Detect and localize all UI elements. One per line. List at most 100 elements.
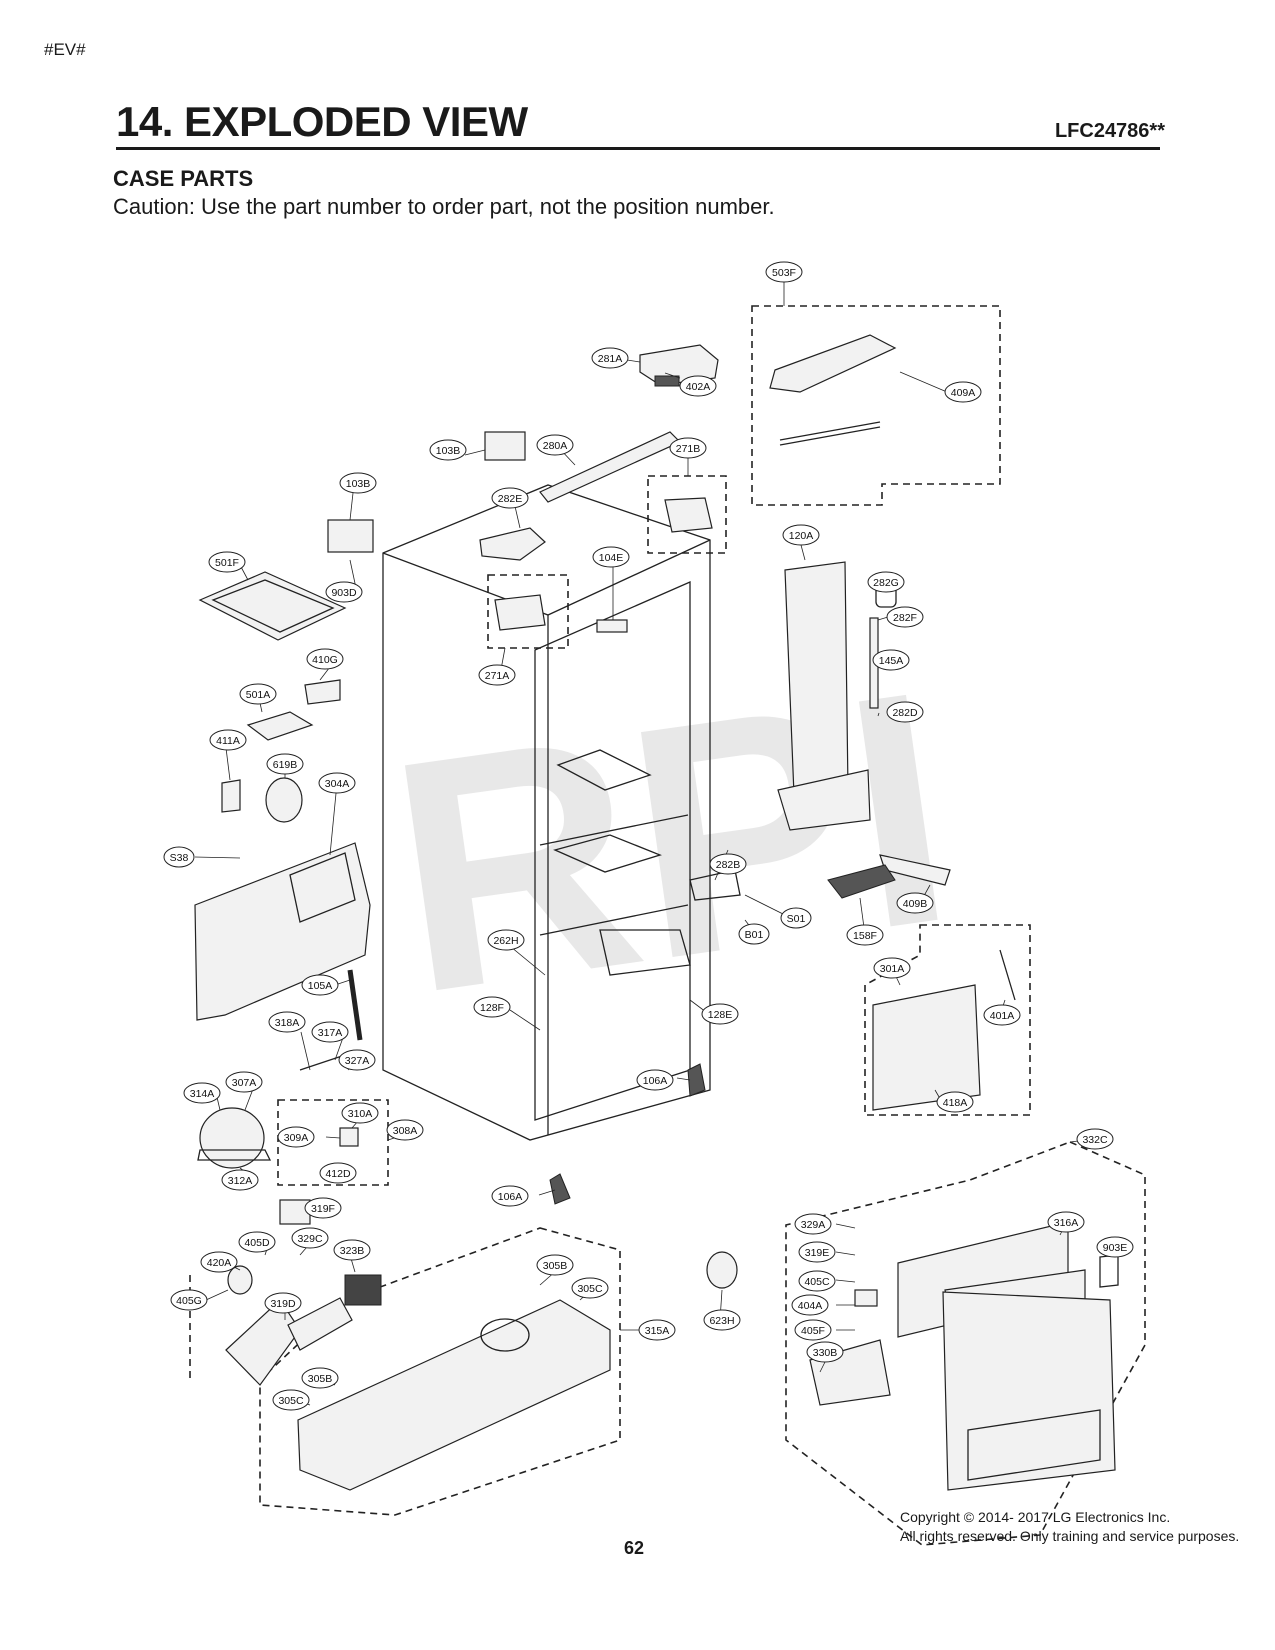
callout-text: 501A (246, 689, 271, 701)
callout-158f: 158F (846, 924, 884, 946)
callout-281a: 281A (591, 347, 629, 369)
right-parts (549, 334, 1016, 1289)
callout-412d: 412D (319, 1162, 357, 1184)
callout-319d: 319D (264, 1292, 302, 1314)
callout-104e: 104E (592, 546, 630, 568)
callout-315a: 315A (638, 1319, 676, 1341)
callout-text: 158F (853, 930, 877, 942)
callout-text: 318A (275, 1017, 300, 1029)
callout-501a: 501A (239, 683, 277, 705)
callout-405g: 405G (170, 1289, 208, 1311)
callout-501f: 501F (208, 551, 246, 573)
section-subtitle: CASE PARTS (113, 166, 254, 191)
callout-903e: 903E (1096, 1236, 1134, 1258)
callout-text: 420A (207, 1257, 232, 1269)
callout-304a: 304A (318, 772, 356, 794)
callout-text: 319D (270, 1298, 296, 1310)
title-rule (116, 147, 1160, 150)
callout-text: 410G (312, 654, 338, 666)
callout-text: 128F (480, 1002, 504, 1014)
callout-623h: 623H (703, 1309, 741, 1331)
callout-312a: 312A (221, 1169, 259, 1191)
callout-411a: 411A (209, 729, 247, 751)
callout-271b: 271B (669, 437, 707, 459)
machine-room-base (225, 1265, 611, 1491)
callout-text: 305C (577, 1283, 603, 1295)
callout-text: 282E (498, 493, 523, 505)
callout-text: 405F (801, 1325, 825, 1337)
callout-106a: 106A (636, 1069, 674, 1091)
callout-308a: 308A (386, 1119, 424, 1141)
callout-405f: 405F (794, 1319, 832, 1341)
callout-text: 404A (798, 1300, 823, 1312)
callout-128e: 128E (701, 1003, 739, 1025)
callout-307a: 307A (225, 1071, 263, 1093)
callout-329a: 329A (794, 1213, 832, 1235)
callout-text: 282G (873, 577, 899, 589)
callout-text: 106A (643, 1075, 668, 1087)
callout-319f: 319F (304, 1197, 342, 1219)
callout-text: 281A (598, 353, 623, 365)
callout-314a: 314A (183, 1082, 221, 1104)
callout-text: 103B (436, 445, 461, 457)
callout-418a: 418A (936, 1091, 974, 1113)
compressor-area (197, 1054, 359, 1225)
callout-text: 412D (325, 1168, 351, 1180)
callout-text: 282F (893, 612, 917, 624)
callout-text: 307A (232, 1077, 257, 1089)
copyright-line: Copyright © 2014- 2017 LG Electronics In… (900, 1509, 1171, 1525)
callout-text: 619B (273, 759, 298, 771)
callout-text: 280A (543, 440, 568, 452)
callout-text: 332C (1082, 1134, 1108, 1146)
callout-text: 903E (1103, 1242, 1128, 1254)
fan-assembly (809, 1221, 1119, 1491)
callout-text: 319E (805, 1247, 830, 1259)
callout-text: B01 (745, 929, 764, 941)
callout-318a: 318A (268, 1011, 306, 1033)
callout-text: 145A (879, 655, 904, 667)
callout-105a: 105A (301, 974, 339, 996)
callout-text: 262H (493, 935, 518, 947)
page-title: 14. EXPLODED VIEW (116, 98, 528, 145)
callout-305c: 305C (272, 1389, 310, 1411)
callout-317a: 317A (311, 1021, 349, 1043)
callout-text: 405C (804, 1276, 830, 1288)
callout-262h: 262H (487, 929, 525, 951)
callout-103b: 103B (429, 439, 467, 461)
callout-text: 308A (393, 1125, 418, 1137)
callout-text: 405G (176, 1295, 202, 1307)
callout-401a: 401A (983, 1004, 1021, 1026)
callout-text: 309A (284, 1132, 309, 1144)
callout-text: 623H (709, 1315, 734, 1327)
callout-145a: 145A (872, 649, 910, 671)
callout-text: 105A (308, 980, 333, 992)
callout-106a: 106A (491, 1185, 529, 1207)
callout-text: 301A (880, 963, 905, 975)
callout-text: 402A (686, 381, 711, 393)
caution-note: Caution: Use the part number to order pa… (113, 194, 775, 219)
callout-text: 317A (318, 1027, 343, 1039)
model-number: LFC24786** (1054, 120, 1165, 142)
callout-120a: 120A (782, 524, 820, 546)
callout-text: 903D (331, 587, 357, 599)
callout-282e: 282E (491, 487, 529, 509)
callout-323b: 323B (333, 1239, 371, 1261)
callout-b01: B01 (738, 923, 770, 945)
callout-410g: 410G (306, 648, 344, 670)
callout-405d: 405D (238, 1231, 276, 1253)
callout-405c: 405C (798, 1270, 836, 1292)
copyright-notice: Copyright © 2014- 2017 LG Electronics In… (900, 1508, 1240, 1546)
callout-103b: 103B (339, 472, 377, 494)
callout-text: 323B (340, 1245, 365, 1257)
callout-310a: 310A (341, 1102, 379, 1124)
callout-305b: 305B (536, 1254, 574, 1276)
callout-309a: 309A (277, 1126, 315, 1148)
callout-903d: 903D (325, 581, 363, 603)
callout-329c: 329C (291, 1227, 329, 1249)
top-parts (479, 344, 719, 633)
callout-text: 411A (216, 735, 240, 747)
callout-301a: 301A (873, 957, 911, 979)
callout-text: 327A (345, 1055, 370, 1067)
callout-503f: 503F (765, 261, 803, 283)
